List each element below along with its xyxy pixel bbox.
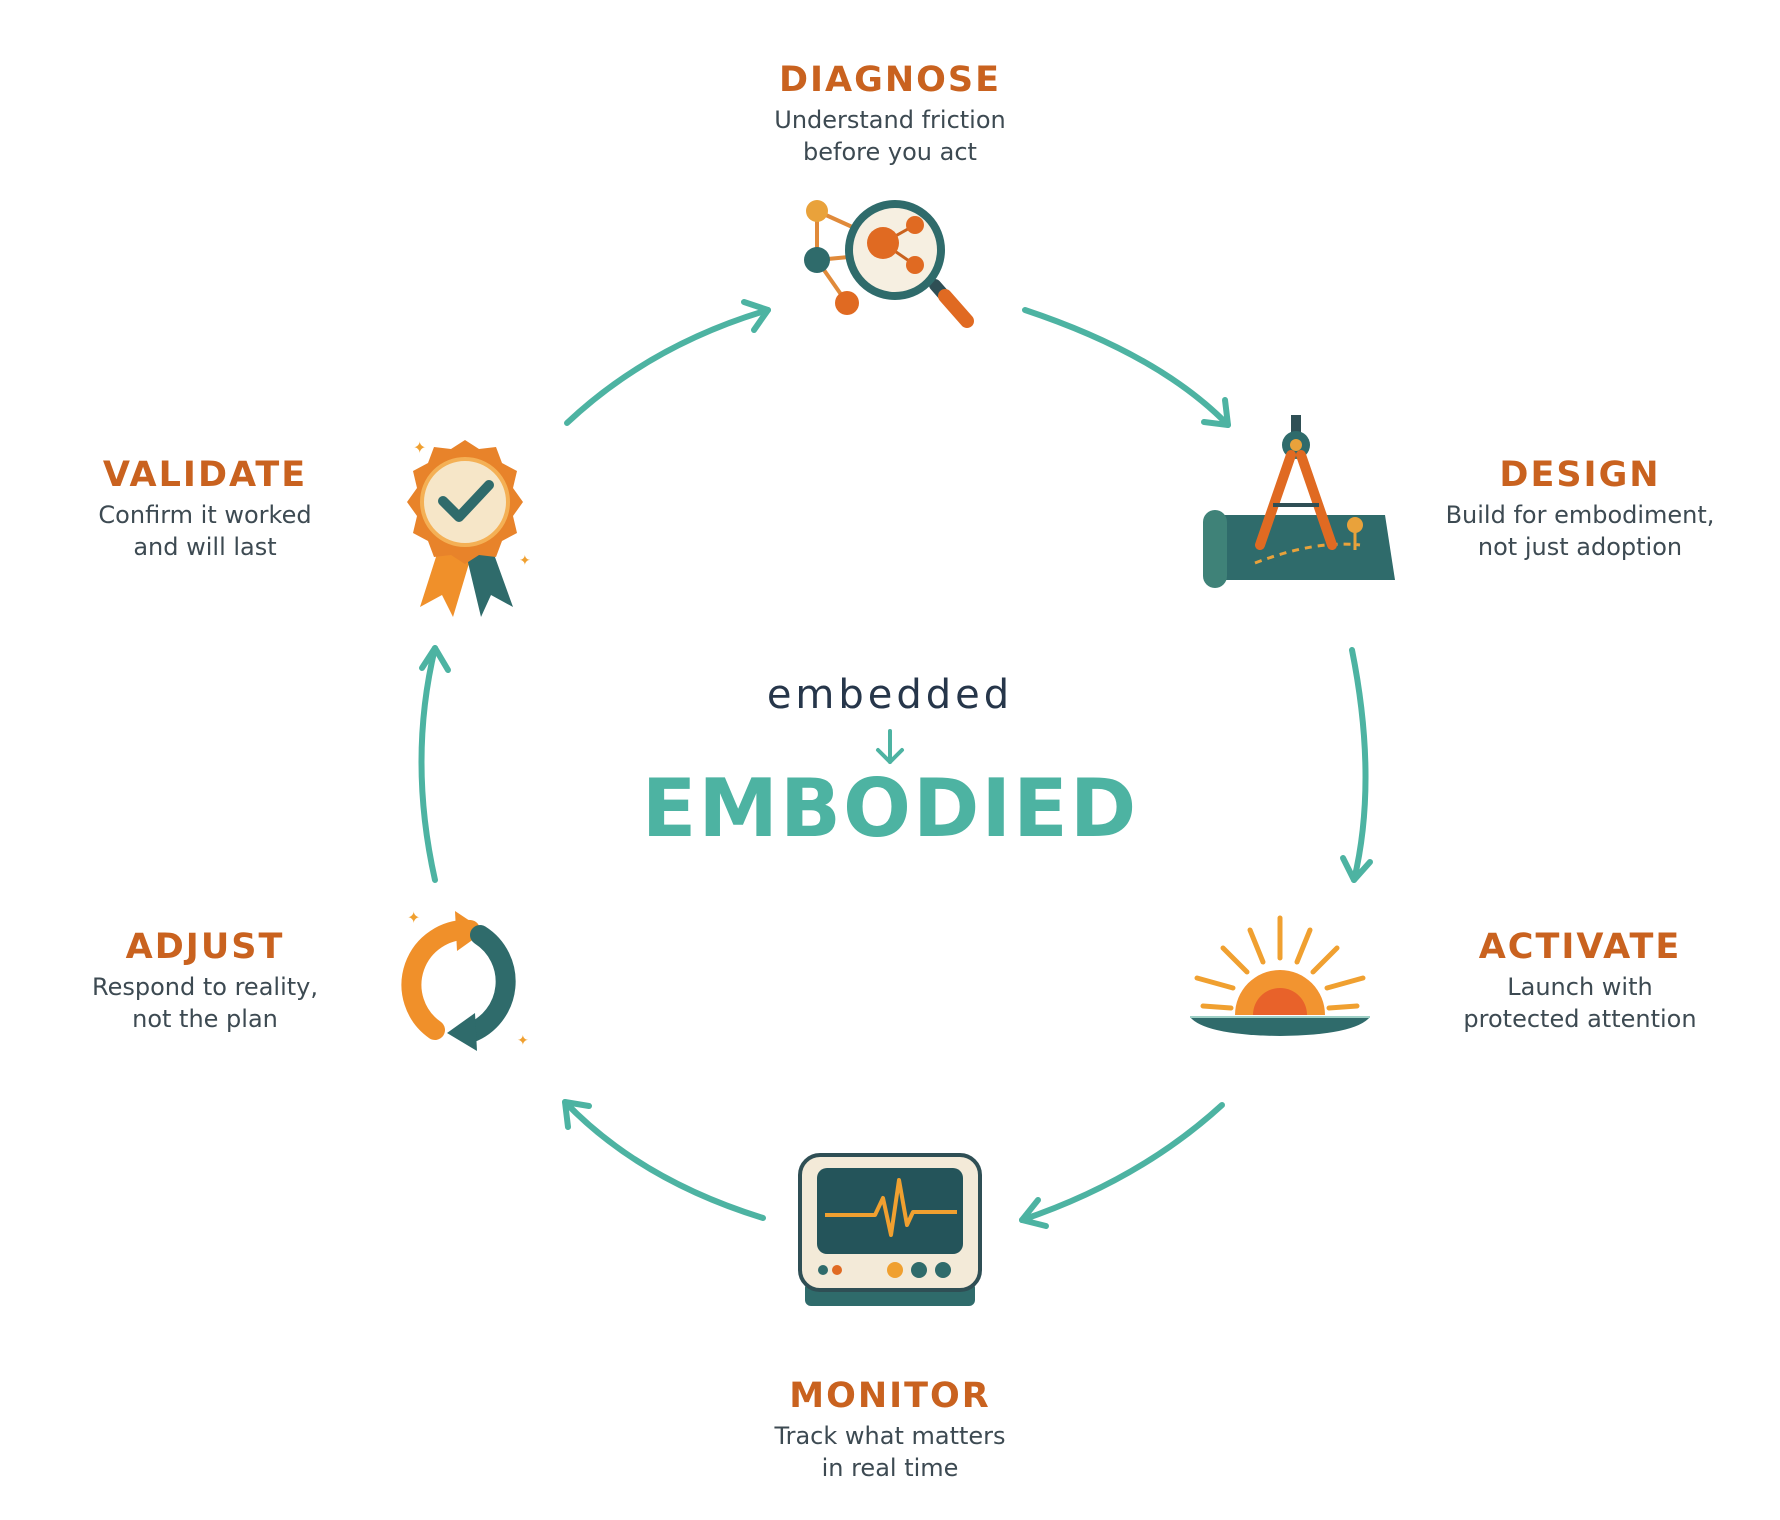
stage-title: DESIGN	[1499, 455, 1661, 495]
magnifier-network-icon	[804, 200, 974, 328]
stage-title: VALIDATE	[102, 455, 308, 495]
arrowhead-adjust-to-validate	[419, 645, 451, 673]
arrowhead-monitor-to-adjust	[562, 1099, 592, 1130]
arrow-activate-to-monitor	[1019, 1102, 1225, 1223]
stage-design: DESIGN Build for embodiment, not just ad…	[1390, 455, 1770, 563]
heartbeat-monitor-icon	[798, 1153, 982, 1306]
svg-text:✦: ✦	[519, 553, 531, 569]
arrowhead-diagnose-to-design	[1201, 397, 1231, 428]
svg-text:✦: ✦	[407, 908, 420, 927]
stage-description: Launch with protected attention	[1463, 973, 1697, 1033]
arrowhead-design-to-activate	[1340, 855, 1373, 883]
svg-text:✦: ✦	[413, 438, 426, 457]
stage-title: DIAGNOSE	[778, 60, 1002, 100]
stage-activate: ACTIVATE Launch with protected attention	[1390, 927, 1770, 1035]
arrow-adjust-to-validate	[418, 645, 438, 883]
stage-title: ADJUST	[125, 927, 285, 967]
arrow-design-to-activate	[1349, 647, 1369, 883]
cycle-arrows-icon: ✦ ✦	[401, 908, 529, 1051]
stage-monitor: MONITOR Track what matters in real time	[700, 1376, 1080, 1484]
stage-diagnose: DIAGNOSE Understand friction before you …	[700, 60, 1080, 168]
center-title: EMBODIED	[641, 762, 1139, 855]
stage-description: Confirm it worked and will last	[98, 501, 312, 561]
svg-text:✦: ✦	[517, 1033, 529, 1049]
stage-adjust: ADJUST Respond to reality, not the plan	[15, 927, 395, 1035]
arrowhead-activate-to-monitor	[1019, 1197, 1049, 1229]
arrowhead-validate-to-diagnose	[741, 299, 771, 333]
stage-description: Respond to reality, not the plan	[92, 973, 318, 1033]
stage-description: Understand friction before you act	[774, 106, 1006, 166]
arrow-diagnose-to-design	[1022, 307, 1231, 428]
stage-description: Build for embodiment, not just adoption	[1445, 501, 1715, 561]
arrow-validate-to-diagnose	[564, 307, 771, 426]
arrow-monitor-to-adjust	[562, 1099, 766, 1221]
down-arrow-icon	[876, 729, 904, 764]
stage-validate: VALIDATE Confirm it worked and will last	[15, 455, 395, 563]
compass-blueprint-icon	[1203, 415, 1395, 588]
center-subtitle: embedded	[766, 672, 1014, 718]
stage-description: Track what matters in real time	[774, 1422, 1006, 1482]
stage-title: ACTIVATE	[1478, 927, 1682, 967]
stage-title: MONITOR	[789, 1376, 991, 1416]
sunrise-icon	[1190, 915, 1370, 1036]
award-badge-icon: ✦ ✦	[407, 438, 531, 617]
